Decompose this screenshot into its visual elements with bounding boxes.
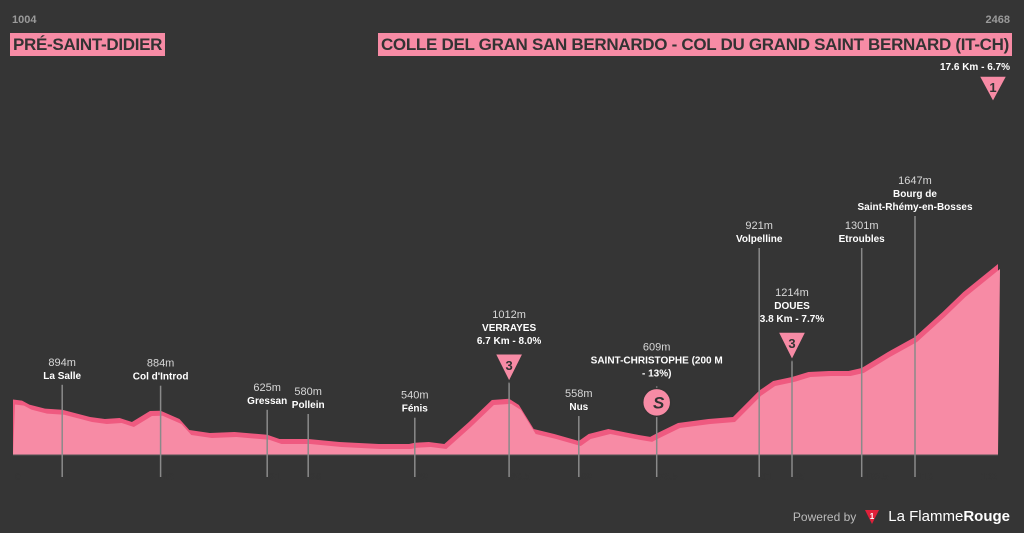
marker: Etroubles 1301m 103.5: [839, 220, 890, 483]
marker-elevation: 580m: [294, 386, 322, 398]
marker-name: Pollein: [292, 400, 325, 411]
marker-elevation: 1647m: [898, 175, 932, 187]
climb-category-triangle-icon: [493, 353, 525, 384]
km-tick: 95: [794, 472, 806, 483]
marker: La Salle 894m 6: [43, 357, 81, 483]
start-name: PRÉ-SAINT-DIDIER: [10, 33, 166, 56]
marker-name: DOUES: [774, 301, 810, 312]
km-tick: 110: [917, 472, 934, 483]
marker-name: Fénis: [402, 404, 429, 415]
marker: 3 3.8 Km - 7.7% DOUES 1214m 95: [760, 287, 825, 483]
marker-elevation: 894m: [48, 357, 76, 369]
marker: Col d'Introd 884m 18: [133, 358, 189, 483]
finish-category-badge: 1: [977, 75, 1009, 104]
marker-name: Col d'Introd: [133, 372, 189, 383]
km-tick: 6: [64, 472, 70, 483]
powered-by-label: Powered by: [792, 509, 857, 524]
marker: Pollein 580m 36: [292, 386, 325, 483]
km-tick: 122: [980, 472, 997, 483]
marker-name: Volpelline: [736, 234, 783, 245]
profile-area: [13, 268, 1000, 455]
marker-elevation: 1012m: [492, 309, 526, 321]
km-tick: 49: [417, 472, 429, 483]
marker-name: La Salle: [43, 371, 81, 382]
km-tick: 18: [163, 472, 175, 483]
footer: Powered by 1 La FlammeRouge: [793, 508, 1010, 525]
marker-elevation: 1214m: [775, 287, 809, 299]
marker-name: VERRAYES: [482, 323, 536, 334]
marker: Volpelline 921m 91: [736, 220, 783, 483]
brand-bold: Rouge: [963, 508, 1010, 525]
km-tick: 36: [310, 472, 322, 483]
finish-name: COLLE DEL GRAN SAN BERNARDO - COL DU GRA…: [377, 33, 1012, 56]
marker: 3 6.7 Km - 8.0% VERRAYES 1012m 60.5: [477, 309, 542, 483]
finish-category: 1: [989, 80, 996, 95]
marker-elevation: 609m: [643, 341, 671, 353]
finish-climb-stats: 17.6 Km - 6.7%: [940, 62, 1010, 73]
brand-name[interactable]: La FlammeRouge: [888, 508, 1010, 525]
marker-name: Gressan: [247, 396, 287, 407]
km-tick: 69: [581, 472, 593, 483]
marker-name: - 13%): [642, 368, 671, 379]
marker: Saint-Rhémy-en-Bosses Bourg de 1647m 110: [857, 175, 972, 483]
km-tick: 31: [269, 472, 281, 483]
km-tick: 0: [15, 472, 21, 483]
climb-category: 3: [505, 358, 512, 373]
svg-text:1: 1: [870, 512, 875, 521]
marker-name: Bourg de: [893, 189, 937, 200]
sprint-icon: [641, 387, 672, 418]
km-tick: 60.5: [511, 472, 531, 483]
marker-name: SAINT-CHRISTOPHE (200 M: [591, 355, 723, 366]
marker-name: 3.8 Km - 7.7%: [760, 314, 825, 325]
marker-elevation: 884m: [147, 358, 175, 370]
marker: Nus 558m 69: [565, 388, 593, 483]
flamme-rouge-logo-icon: 1: [865, 509, 880, 524]
marker-elevation: 625m: [253, 382, 281, 394]
marker-elevation: 540m: [401, 390, 429, 402]
marker-name: Saint-Rhémy-en-Bosses: [857, 202, 972, 213]
marker: S - 13%) SAINT-CHRISTOPHE (200 M 609m 78.5: [591, 341, 723, 483]
marker-elevation: 1301m: [845, 220, 879, 232]
marker-name: 6.7 Km - 8.0%: [477, 336, 542, 347]
start-altitude: 1004: [12, 14, 37, 26]
sprint-icon-letter: S: [653, 393, 665, 412]
km-tick: 91: [761, 472, 773, 483]
climb-category-triangle-icon: [776, 331, 808, 362]
marker: Gressan 625m 31: [247, 382, 287, 483]
climb-category: 3: [788, 336, 795, 351]
brand-light: La Flamme: [888, 508, 964, 525]
marker: Fénis 540m 49: [401, 390, 429, 483]
marker-elevation: 558m: [565, 388, 593, 400]
marker-name: Nus: [569, 402, 588, 413]
marker-name: Etroubles: [839, 234, 886, 245]
profile-layer: 0 122: [13, 263, 1000, 483]
km-tick: 103.5: [864, 472, 889, 483]
finish-altitude: 2468: [985, 14, 1010, 26]
marker-elevation: 921m: [745, 220, 773, 232]
km-tick: 78.5: [659, 472, 679, 483]
triangle-icon: [977, 75, 1009, 104]
